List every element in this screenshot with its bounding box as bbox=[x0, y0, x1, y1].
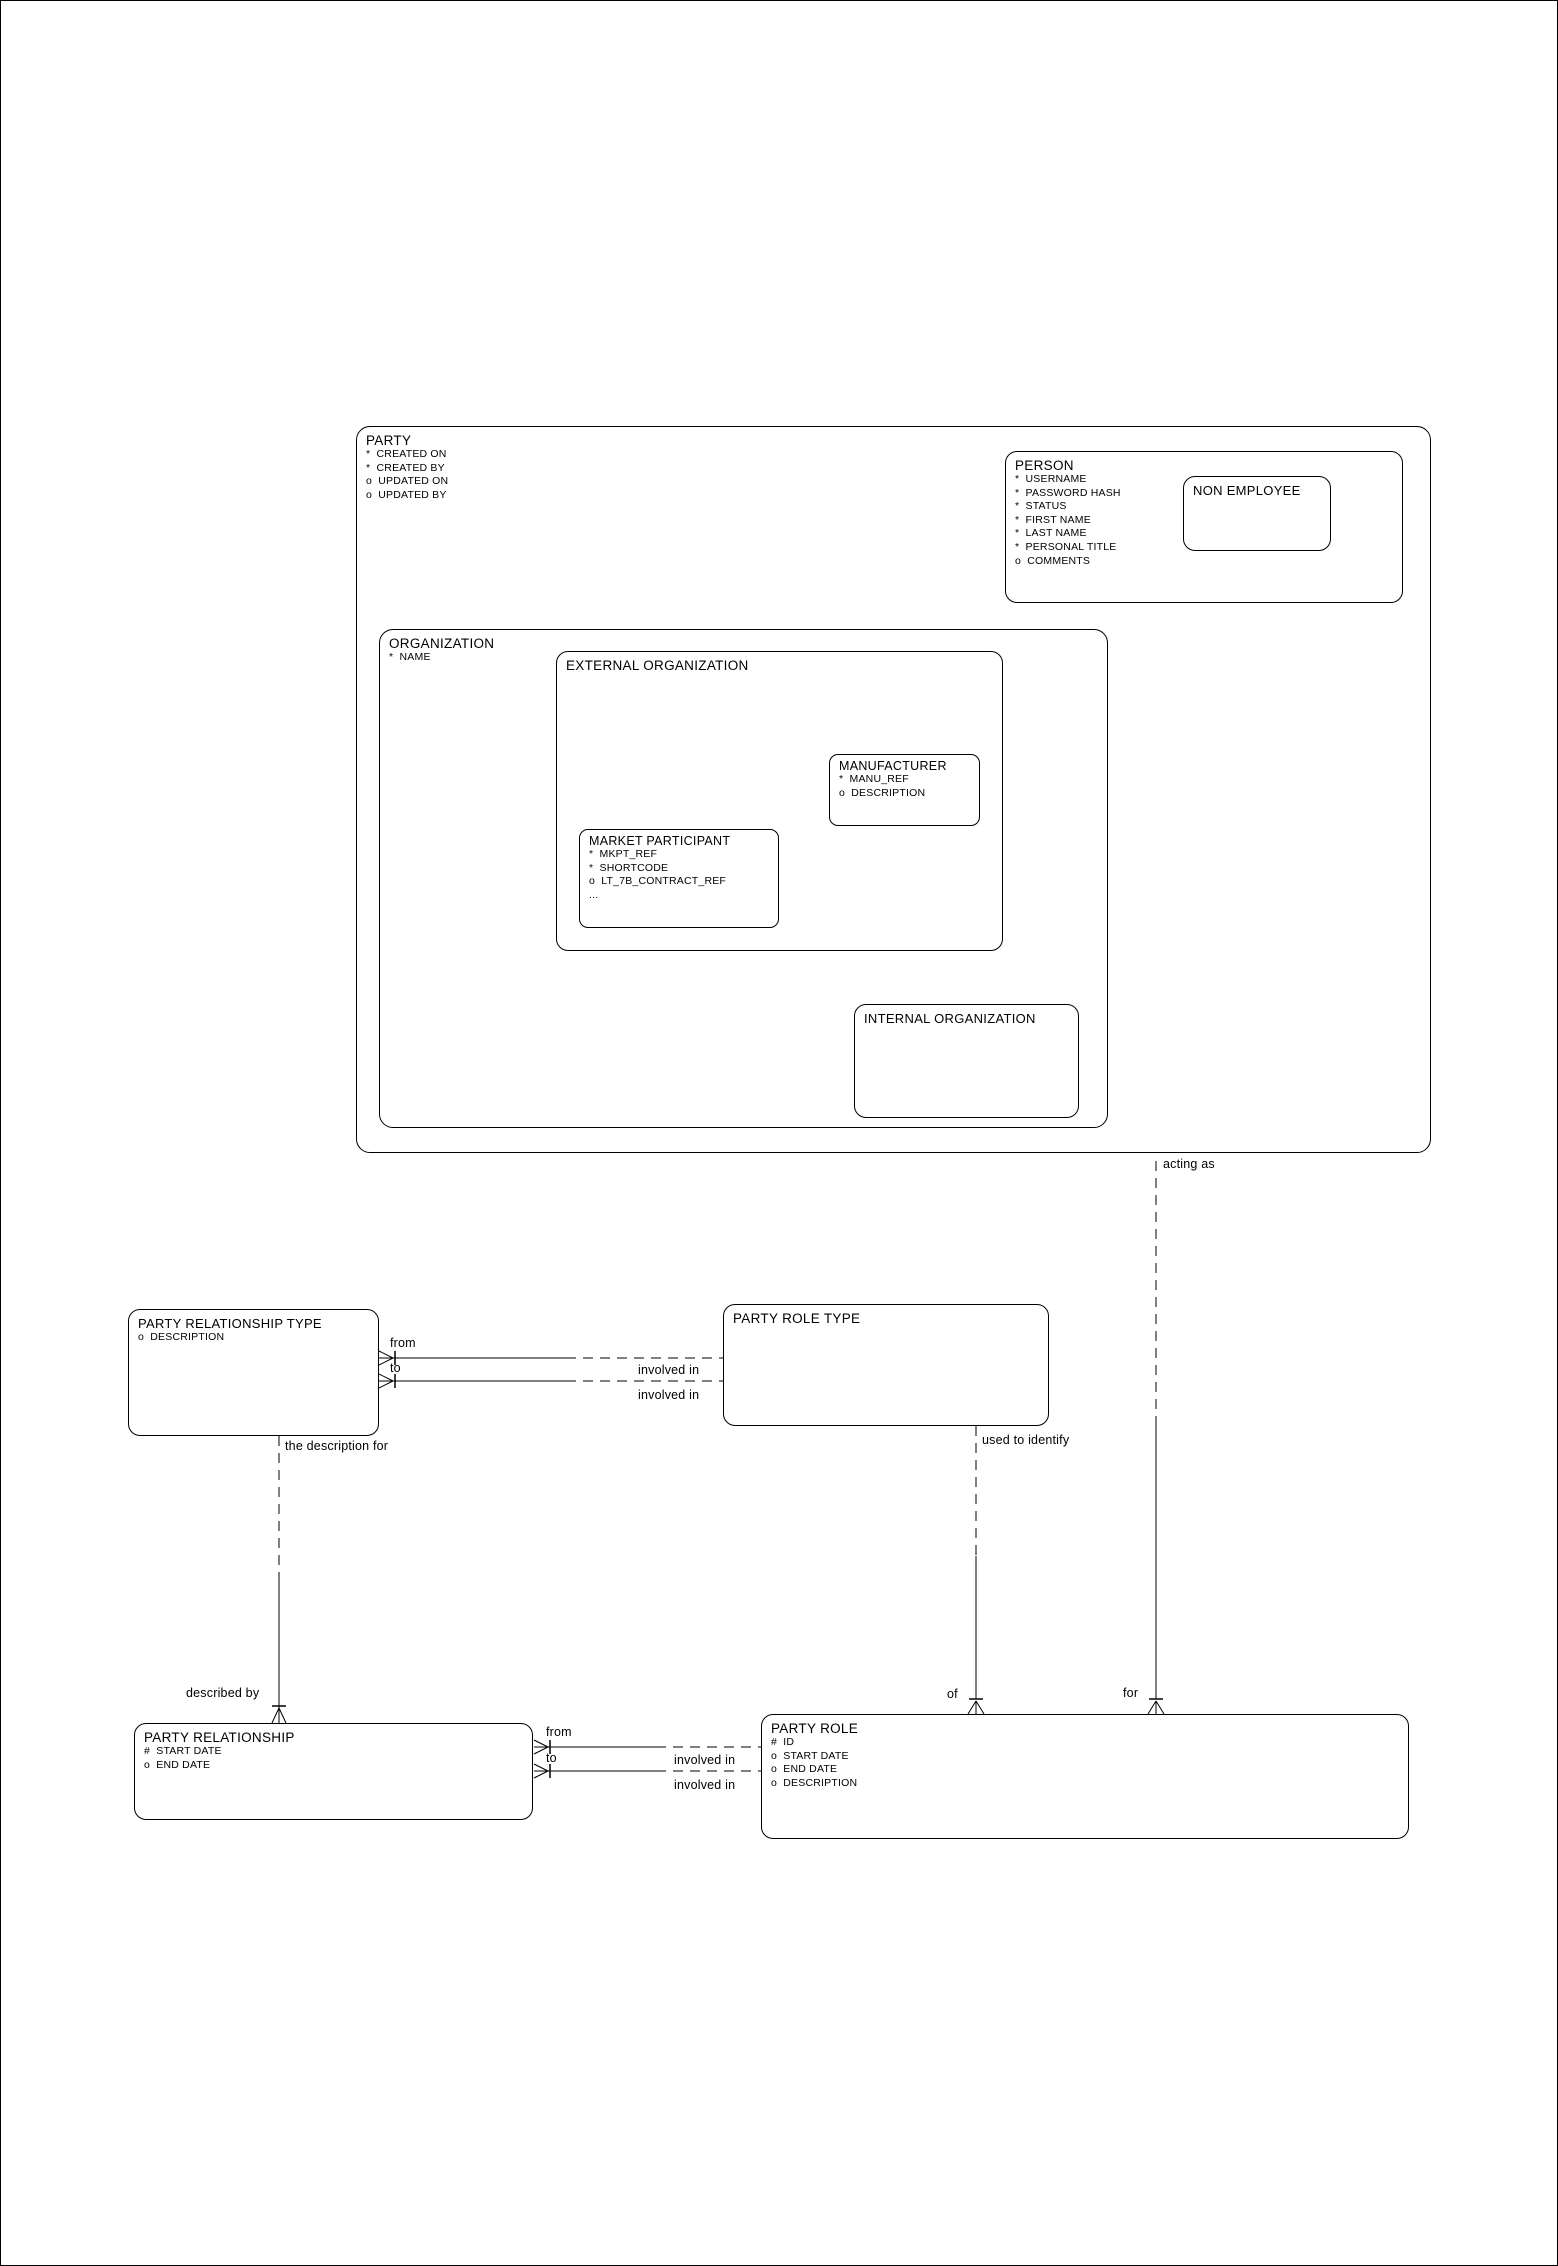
entity-party[interactable]: PARTY * CREATED ON * CREATED BY o UPDATE… bbox=[356, 426, 1431, 1153]
entity-title: ORGANIZATION bbox=[389, 636, 495, 651]
attribute: * PERSONAL TITLE bbox=[1015, 540, 1117, 553]
relationship-label-prt-involved-in-2: involved in bbox=[638, 1388, 700, 1402]
attribute: o DESCRIPTION bbox=[839, 786, 926, 799]
attribute: * MANU_REF bbox=[839, 773, 909, 785]
entity-title: PARTY bbox=[366, 433, 412, 448]
attribute: * SHORTCODE bbox=[589, 861, 669, 874]
attribute: o UPDATED ON bbox=[366, 475, 449, 488]
relationship-label-for: for bbox=[1123, 1686, 1139, 1700]
entity-title: PARTY RELATIONSHIP TYPE bbox=[138, 1316, 322, 1331]
relationship-label-described-by: described by bbox=[186, 1686, 260, 1700]
relationship-label-acting-as: acting as bbox=[1163, 1157, 1215, 1171]
attribute: o DESCRIPTION bbox=[138, 1331, 225, 1343]
entity-title: PERSON bbox=[1015, 458, 1074, 473]
entity-party-role-type[interactable]: PARTY ROLE TYPE bbox=[723, 1304, 1049, 1426]
attribute: * CREATED ON bbox=[366, 448, 447, 460]
attribute: o COMMENTS bbox=[1015, 554, 1091, 567]
relationship-label-used-to-identify: used to identify bbox=[982, 1433, 1070, 1447]
relationship-party-acting-as-party-role bbox=[1147, 1161, 1165, 1715]
attribute: * PASSWORD HASH bbox=[1015, 486, 1121, 499]
relationship-label-pr-from: from bbox=[546, 1725, 572, 1739]
entity-title: INTERNAL ORGANIZATION bbox=[864, 1011, 1036, 1026]
attribute: o START DATE bbox=[771, 1749, 849, 1762]
entity-person[interactable]: PERSON * USERNAME * PASSWORD HASH * STAT… bbox=[1005, 451, 1403, 603]
entity-market-participant[interactable]: MARKET PARTICIPANT * MKPT_REF * SHORTCOD… bbox=[579, 829, 779, 928]
attribute: o END DATE bbox=[771, 1763, 838, 1776]
relationship-party-relationship-type-party-relationship bbox=[271, 1436, 287, 1724]
relationship-party-role-type-party-role bbox=[967, 1426, 985, 1715]
relationship-pr-from-involved-in bbox=[533, 1739, 761, 1755]
entity-manufacturer[interactable]: MANUFACTURER * MANU_REF o DESCRIPTION bbox=[829, 754, 980, 826]
attribute: o UPDATED BY bbox=[366, 488, 447, 501]
entity-title: PARTY RELATIONSHIP bbox=[144, 1730, 295, 1745]
relationship-label-of: of bbox=[947, 1687, 958, 1701]
entity-title: MANUFACTURER bbox=[839, 759, 947, 773]
entity-title: NON EMPLOYEE bbox=[1193, 483, 1301, 498]
entity-internal-organization[interactable]: INTERNAL ORGANIZATION bbox=[854, 1004, 1079, 1118]
entity-party-relationship-type[interactable]: PARTY RELATIONSHIP TYPE o DESCRIPTION bbox=[128, 1309, 379, 1436]
attribute: * NAME bbox=[389, 651, 431, 663]
entity-title: MARKET PARTICIPANT bbox=[589, 834, 731, 848]
attribute: # START DATE bbox=[144, 1745, 222, 1757]
attribute: # ID bbox=[771, 1736, 795, 1748]
entity-external-organization[interactable]: EXTERNAL ORGANIZATION bbox=[556, 651, 1003, 951]
attribute: * LAST NAME bbox=[1015, 527, 1087, 540]
attribute: * FIRST NAME bbox=[1015, 513, 1091, 526]
attribute: * USERNAME bbox=[1015, 473, 1087, 485]
relationship-label-pr-involved-in-1: involved in bbox=[674, 1753, 736, 1767]
entity-organization[interactable]: ORGANIZATION * NAME bbox=[379, 629, 1108, 1128]
attribute: * CREATED BY bbox=[366, 461, 445, 474]
entity-non-employee[interactable]: NON EMPLOYEE bbox=[1183, 476, 1331, 551]
entity-party-relationship[interactable]: PARTY RELATIONSHIP # START DATE o END DA… bbox=[134, 1723, 533, 1820]
attribute: o LT_7B_CONTRACT_REF bbox=[589, 875, 727, 888]
relationship-label-prt-from: from bbox=[390, 1336, 416, 1350]
attribute: ... bbox=[589, 888, 599, 901]
attribute: o END DATE bbox=[144, 1758, 211, 1771]
relationship-label-pr-involved-in-2: involved in bbox=[674, 1778, 736, 1792]
entity-party-role[interactable]: PARTY ROLE # ID o START DATE o END DATE … bbox=[761, 1714, 1409, 1839]
entity-title: EXTERNAL ORGANIZATION bbox=[566, 658, 749, 673]
relationship-label-the-description-for: the description for bbox=[285, 1439, 389, 1453]
entity-title: PARTY ROLE bbox=[771, 1721, 859, 1736]
attribute: * MKPT_REF bbox=[589, 848, 658, 860]
relationship-label-prt-to: to bbox=[390, 1361, 401, 1375]
relationship-label-prt-involved-in-1: involved in bbox=[638, 1363, 700, 1377]
relationship-label-pr-to: to bbox=[546, 1751, 557, 1765]
attribute: o DESCRIPTION bbox=[771, 1776, 858, 1789]
entity-title: PARTY ROLE TYPE bbox=[733, 1311, 861, 1326]
attribute: * STATUS bbox=[1015, 500, 1067, 513]
